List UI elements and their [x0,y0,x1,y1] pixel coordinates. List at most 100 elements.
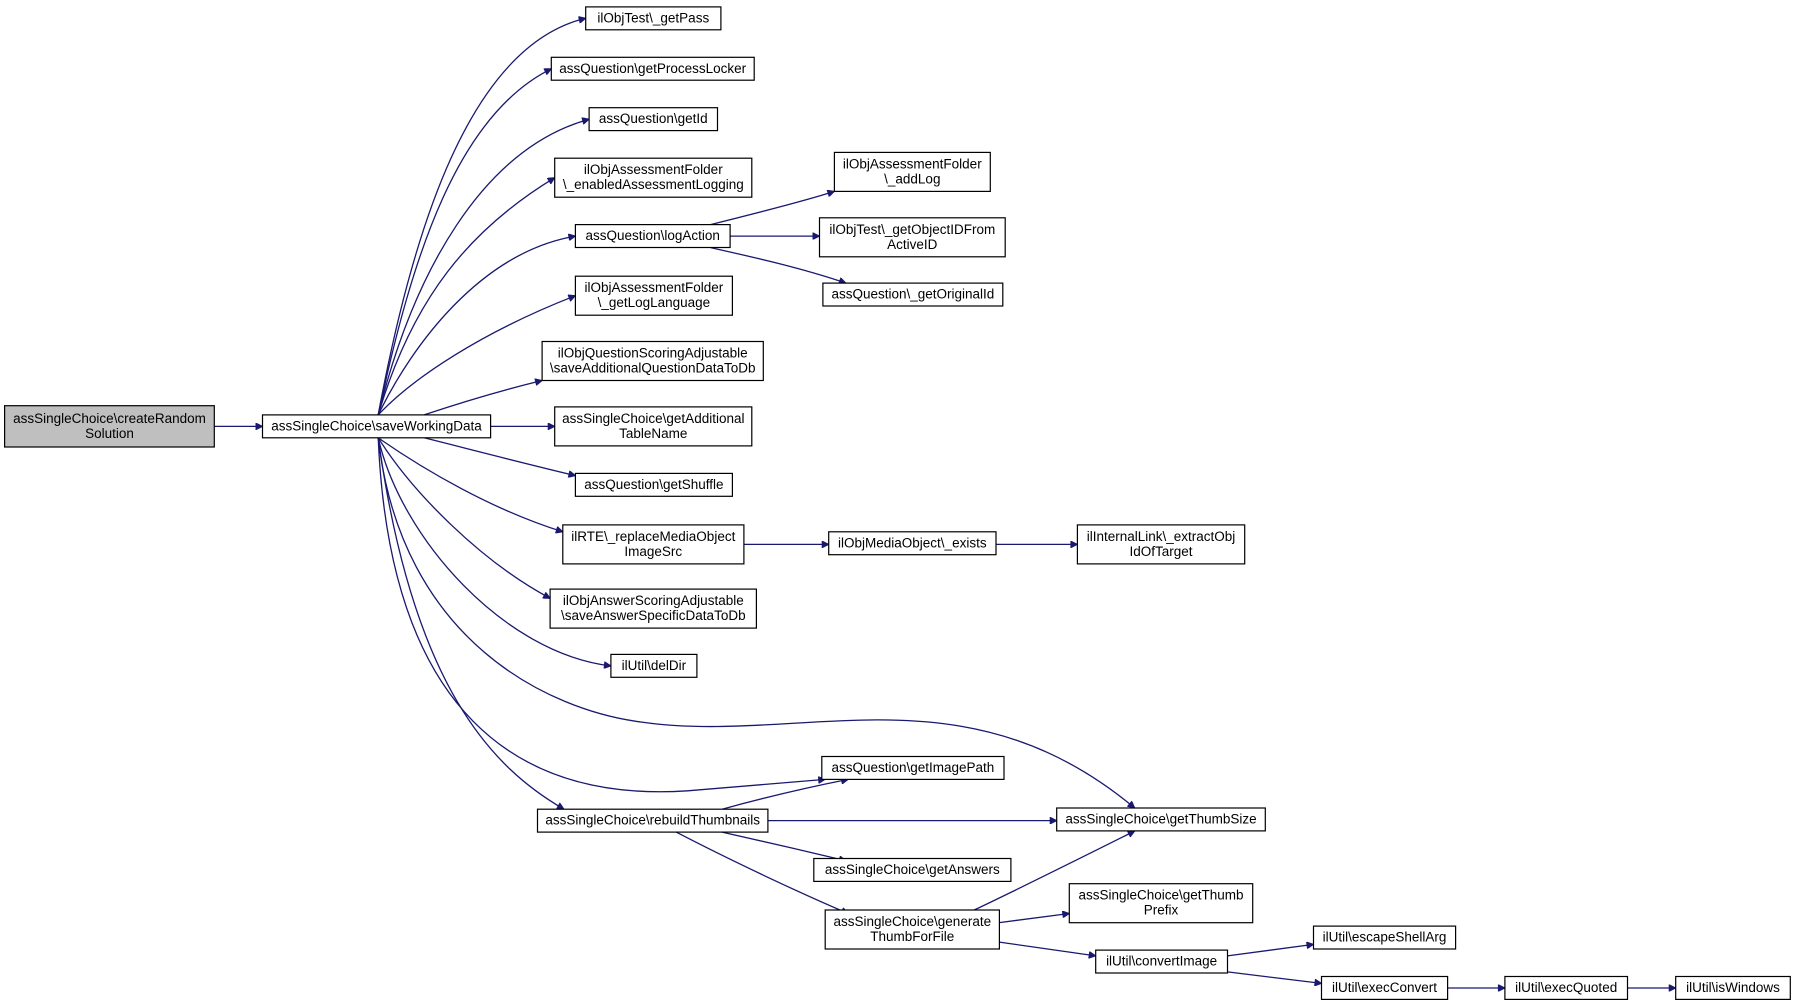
node-mediaExists[interactable]: ilObjMediaObject\_exists [828,531,997,556]
node-label-line: assSingleChoice\getThumb [1078,888,1243,903]
node-saveAddQ[interactable]: ilObjQuestionScoringAdjustable\saveAddit… [541,340,764,382]
node-label-line: ilObjAssessmentFolder [843,156,982,171]
node-label-line: assSingleChoice\createRandom [13,411,206,426]
node-label-line: ilUtil\escapeShellArg [1323,930,1447,945]
edge-logAction-to-addLog [710,191,835,226]
node-label-line: ImageSrc [624,544,682,559]
edge-swd-to-getShuffle [423,437,575,476]
node-label-line: ilObjMediaObject\_exists [838,535,987,550]
node-box [1312,925,1457,950]
node-label-line: assQuestion\getId [599,111,708,126]
edge-line [721,779,848,810]
node-getLogLanguage[interactable]: ilObjAssessmentFolder\_getLogLanguage [574,275,734,316]
node-label-line: ilObjQuestionScoringAdjustable [558,346,748,361]
node-label-line: \saveAnswerSpecificDataToDb [561,608,746,623]
node-box [588,107,719,132]
edge-line [377,236,575,416]
node-label-line: \saveAdditionalQuestionDataToDb [550,361,756,376]
edge-line [1227,944,1314,957]
node-box [610,653,698,678]
node-box [1675,975,1791,1000]
edge-line [675,831,848,913]
node-execQuoted[interactable]: ilUtil\execQuoted [1504,975,1629,1000]
edge-line [377,296,575,416]
edge-swd-to-getPass [377,18,586,416]
edge-line [999,914,1069,924]
node-label-line: TableName [619,426,687,441]
node-box [549,588,757,629]
node-box [261,414,492,439]
node-saveAnswer[interactable]: ilObjAnswerScoringAdjustable\saveAnswerS… [549,588,757,629]
edge-line [377,178,555,416]
node-box [813,857,1012,882]
node-execConvert[interactable]: ilUtil\execConvert [1320,975,1449,1000]
node-swd[interactable]: assSingleChoice\saveWorkingData [261,414,492,439]
edge-line [710,246,846,284]
edge-rebuild-to-generateThumb [675,831,848,913]
node-label-line: assSingleChoice\getThumbSize [1065,812,1256,827]
node-getAnswers[interactable]: assSingleChoice\getAnswers [813,857,1012,882]
node-isWindows[interactable]: ilUtil\isWindows [1675,975,1791,1000]
node-getPass[interactable]: ilObjTest\_getPass [585,6,722,31]
edge-swd-to-getId [377,119,589,416]
node-label-line: ilObjAnswerScoringAdjustable [563,593,744,608]
edge-line [999,941,1095,956]
node-box [1068,883,1254,924]
node-label-line: assQuestion\logAction [586,228,720,243]
node-box [574,472,734,497]
node-label-line: ilUtil\execConvert [1332,980,1437,995]
node-box [554,406,753,447]
node-label-line: IdOfTarget [1129,544,1192,559]
node-getId[interactable]: assQuestion\getId [588,107,719,132]
node-box [1504,975,1629,1000]
node-box [1056,807,1266,832]
node-box [822,282,1004,307]
node-label-line: assSingleChoice\rebuildThumbnails [545,813,760,828]
node-getThumbSize[interactable]: assSingleChoice\getThumbSize [1056,807,1266,832]
edge-swd-to-rebuild [377,437,564,809]
edge-generateThumb-to-getThumbSize [973,830,1134,911]
edges-layer [214,18,1675,988]
node-delDir[interactable]: ilUtil\delDir [610,653,698,678]
edge-line [377,437,564,809]
node-box [536,808,769,833]
node-label-line: \_getLogLanguage [598,295,711,310]
node-box [1095,949,1229,974]
node-box [821,755,1005,780]
edge-swd-to-logAction [377,236,575,416]
edge-line [377,437,550,599]
node-getShuffle[interactable]: assQuestion\getShuffle [574,472,734,497]
node-box [833,151,991,192]
node-label-line: ilUtil\isWindows [1686,980,1780,995]
node-label-line: assQuestion\getImagePath [831,760,994,775]
node-enabledLogging[interactable]: ilObjAssessmentFolder\_enabledAssessment… [554,157,753,198]
node-getImagePath[interactable]: assQuestion\getImagePath [821,755,1005,780]
node-getProcessLocker[interactable]: assQuestion\getProcessLocker [550,56,755,81]
edge-swd-to-saveAnswer [377,437,550,599]
node-convertImage[interactable]: ilUtil\convertImage [1095,949,1229,974]
edge-line [721,831,846,861]
node-label-line: assQuestion\getShuffle [584,477,723,492]
node-getOriginalId[interactable]: assQuestion\_getOriginalId [822,282,1004,307]
edge-swd-to-replaceMedia [377,437,563,532]
node-rebuild[interactable]: assSingleChoice\rebuildThumbnails [536,808,769,833]
edge-line [377,437,563,532]
node-label-line: ilObjTest\_getObjectIDFrom [829,222,995,237]
edge-line [973,830,1134,911]
node-escapeShellArg[interactable]: ilUtil\escapeShellArg [1312,925,1457,950]
node-addLog[interactable]: ilObjAssessmentFolder\_addLog [833,151,991,192]
edge-line [377,437,1134,808]
node-box [828,531,997,556]
node-box [562,524,745,565]
node-box [574,224,731,249]
edge-convertImage-to-execConvert [1227,971,1322,984]
node-box [541,340,764,382]
node-logAction[interactable]: assQuestion\logAction [574,224,731,249]
